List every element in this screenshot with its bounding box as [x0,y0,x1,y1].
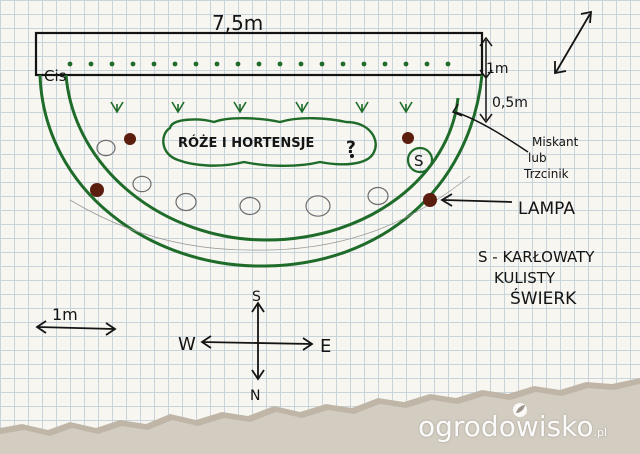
shrub-circle [367,186,389,206]
cis-plant-dot [382,61,388,67]
watermark-tld: .pl [593,426,607,439]
miskant-label-line3: Trzcinik [523,167,569,181]
width-dimension-label: 7,5m [212,11,263,35]
roses-mark: ? [346,138,356,158]
cis-plant-dot [151,61,157,67]
cis-dots [67,61,451,67]
shrub-circle [132,175,152,193]
cis-plant-dot [340,61,346,67]
compass-letter-top: S [252,289,261,305]
leaf-logo-icon [513,403,527,417]
lamp-label: LAMPA [518,199,575,219]
compass-letter-bottom: N [250,388,260,404]
grass-plant [110,101,124,114]
lamp-dot [423,193,437,207]
watermark: ogrodowisko.pl [418,410,607,443]
grass-plant [233,101,247,114]
cis-plant-dot [109,61,115,67]
double-arrow-icon [554,10,593,75]
shrub-circle [239,196,261,216]
cis-plant-dot [130,61,136,67]
cis-plant-dot [256,61,262,67]
shrub-circle [305,195,331,217]
bed-outer-outline [38,74,484,268]
pencil-guide [69,175,471,251]
cis-plant-dot [67,61,73,67]
cis-plant-dot [214,61,220,67]
cis-plant-dot [361,61,367,67]
cis-plant-dot [298,61,304,67]
scale-label: 1m [52,305,78,324]
miskant-label-line2: lub [528,151,547,165]
legend-line2: KULISTY [494,269,556,287]
depth-arrow-top [479,36,493,47]
scale-arrow-icon [35,320,117,336]
miskant-arrow [454,111,529,153]
lamp-dot [124,133,136,145]
depth-arrow-mid [479,69,493,80]
cis-plant-dot [277,61,283,67]
roses-bed-outline [162,117,377,167]
miskant-label-line1: Miskant [532,135,579,149]
shrub-circle [175,192,197,212]
cis-plant-dot [172,61,178,67]
watermark-brand: ogrodowisko [418,410,594,443]
grass-plant [171,101,185,114]
legend-line3: ŚWIERK [510,287,577,309]
cis-plant-dot [88,61,94,67]
miskant-row [110,101,413,114]
grass-plant [295,101,309,114]
depth-arrow-bottom [479,113,493,124]
cis-plant-dot [319,61,325,67]
shrub-circle [96,139,116,157]
cis-plant-dot [193,61,199,67]
legend-line1: S - KARŁOWATY [478,248,595,266]
shrubs [96,139,389,217]
compass-east: E [320,336,331,357]
cis-plant-dot [403,61,409,67]
compass-west: W [178,334,196,355]
roses-label: RÓŻE I HORTENSJE [178,135,314,151]
grass-plant [355,101,369,114]
lamp-dot [90,183,104,197]
cis-plant-dot [424,61,430,67]
compass-icon [200,301,314,381]
lamp-dot [402,132,414,144]
grass-plant [399,101,413,114]
cis-plant-dot [235,61,241,67]
spruce-marker-label: S [414,152,424,170]
roses-dot [350,154,354,158]
spruce-marker-circle [406,146,434,174]
miskant-arrowhead [451,103,463,117]
cis-hedge-rectangle [34,31,484,77]
lamp-arrow-icon [440,193,513,207]
depth-dimension-label-2: 0,5m [492,95,528,111]
cis-plant-dot [445,61,451,67]
cis-label: Cis [44,67,67,85]
depth-dimension-label: 1m [486,61,509,77]
